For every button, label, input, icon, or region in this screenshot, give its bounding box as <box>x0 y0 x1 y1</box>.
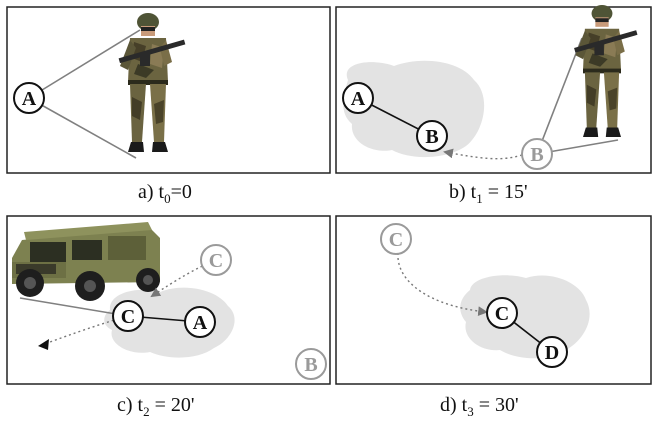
soldier-figure-icon <box>574 4 638 137</box>
node-d: D <box>536 336 568 368</box>
node-a: A <box>342 82 374 114</box>
svg-text:D: D <box>545 342 559 364</box>
node-c-previous: C <box>200 244 232 276</box>
motion-path-b <box>443 148 523 160</box>
svg-text:C: C <box>121 306 135 328</box>
sensor-cone <box>28 29 141 159</box>
motion-path-d <box>397 252 488 317</box>
svg-text:C: C <box>495 303 509 325</box>
svg-text:A: A <box>22 88 37 110</box>
sensor-beam <box>19 297 129 317</box>
caption-b: b) t1 = 15' <box>449 181 528 206</box>
panel-c: C C A B <box>6 215 331 385</box>
coverage-cloud <box>460 275 590 359</box>
node-a: A <box>184 306 216 338</box>
military-vehicle-icon <box>12 222 160 301</box>
svg-text:B: B <box>425 126 438 148</box>
svg-text:B: B <box>304 354 317 376</box>
panel-b-frame <box>335 6 652 174</box>
svg-text:C: C <box>209 250 223 272</box>
panel-c-frame <box>6 215 331 385</box>
svg-text:B: B <box>530 144 543 166</box>
caption-a: a) t0=0 <box>138 181 192 206</box>
node-c-previous: C <box>380 223 412 255</box>
svg-text:A: A <box>351 88 366 110</box>
caption-d: d) t3 = 30' <box>440 394 519 419</box>
node-b: B <box>416 120 448 152</box>
svg-text:A: A <box>193 312 208 334</box>
svg-text:C: C <box>389 229 403 251</box>
node-a: A <box>13 82 45 114</box>
panel-b: A B B <box>335 4 652 174</box>
node-b-previous: B <box>521 138 553 170</box>
panel-a: A <box>6 6 331 174</box>
node-c: C <box>486 297 518 329</box>
caption-c: c) t2 = 20' <box>117 394 194 419</box>
soldier-figure-icon <box>118 13 186 152</box>
panel-a-frame <box>6 6 331 174</box>
panel-d-frame <box>335 215 652 385</box>
node-b-ghost: B <box>295 348 327 380</box>
node-c: C <box>112 300 144 332</box>
direction-arrowhead-icon <box>38 339 49 350</box>
coverage-cloud <box>343 60 485 158</box>
panel-d: C C D <box>335 215 652 385</box>
